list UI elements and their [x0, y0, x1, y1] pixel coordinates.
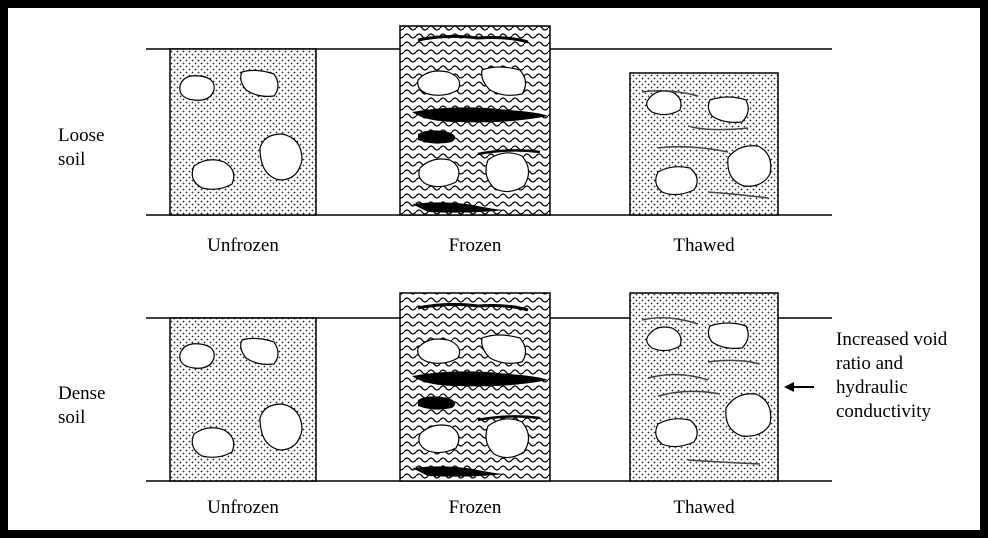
label-dense-unfrozen: Unfrozen — [207, 497, 279, 518]
label-loose-unfrozen: Unfrozen — [207, 235, 279, 256]
sample-loose-unfrozen — [169, 48, 317, 216]
row-label-dense-soil: Dense soil — [58, 383, 106, 428]
sample-dense-thawed — [629, 292, 779, 482]
row-label-loose-soil: Loose soil — [58, 125, 105, 170]
label-dense-thawed: Thawed — [673, 497, 735, 518]
label-loose-thawed: Thawed — [673, 235, 735, 256]
annotation-void-ratio: Increased void ratio and hydraulic condu… — [836, 329, 948, 422]
row-loose-soil — [146, 25, 832, 216]
sample-loose-thawed — [629, 72, 779, 216]
sample-dense-unfrozen — [169, 317, 317, 482]
diagram-frame: Loose soil Dense soil Unfrozen Frozen Th… — [8, 8, 980, 530]
sample-loose-frozen — [399, 25, 551, 216]
label-loose-frozen: Frozen — [448, 235, 502, 256]
soil-diagram — [146, 25, 832, 482]
label-dense-frozen: Frozen — [448, 497, 502, 518]
annotation-arrow — [784, 382, 814, 392]
sample-dense-frozen — [399, 292, 551, 482]
row-dense-soil — [146, 292, 832, 482]
